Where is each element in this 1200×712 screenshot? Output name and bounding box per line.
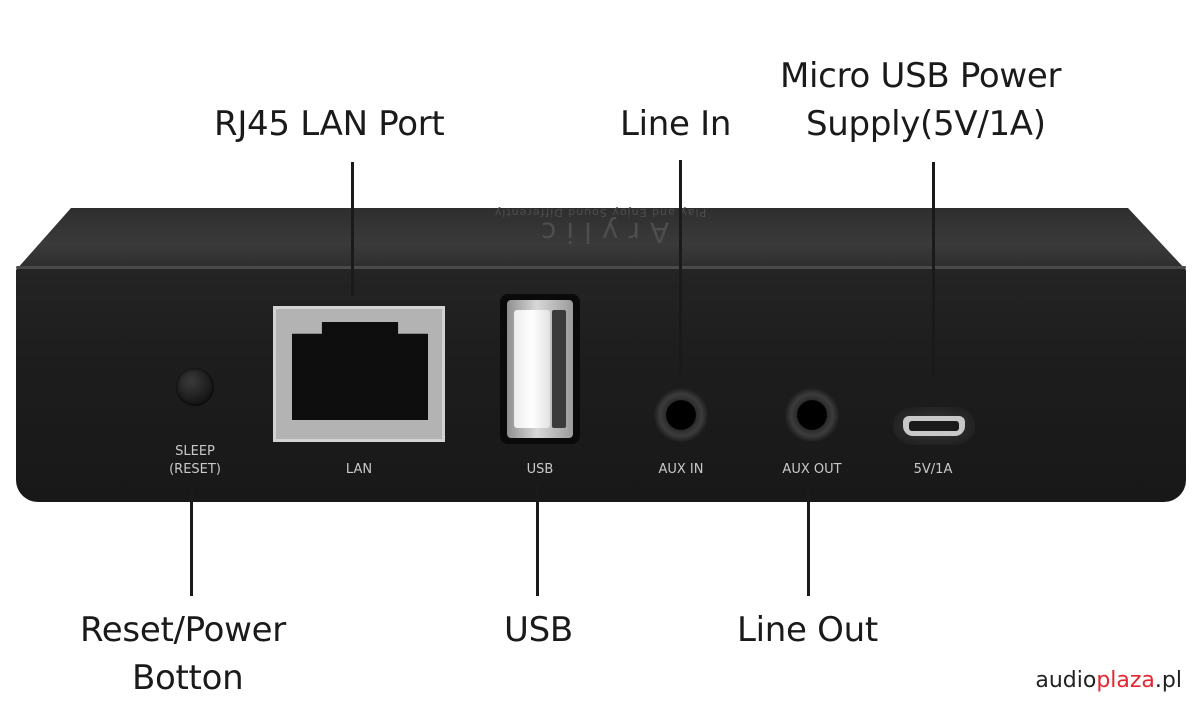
micro-usb-slot bbox=[909, 421, 959, 431]
reset-power-callout-line1: Reset/Power bbox=[80, 610, 286, 650]
device-top-surface bbox=[16, 208, 1186, 274]
reset-power-callout-line2: Botton bbox=[132, 658, 244, 698]
line-in-leader-line bbox=[679, 160, 682, 376]
usb-port-tongue bbox=[514, 310, 550, 428]
usb-port-gap bbox=[552, 310, 566, 428]
brand-name: Arylic bbox=[530, 216, 670, 249]
brand-reflection: Arylic Play and Enjoy Sound Differently bbox=[390, 206, 810, 249]
aux-out-label: AUX OUT bbox=[782, 462, 842, 477]
usb-leader-line bbox=[536, 484, 539, 596]
watermark-part1: audio bbox=[1035, 668, 1097, 693]
lan-label: LAN bbox=[345, 462, 373, 477]
aux-in-jack[interactable] bbox=[654, 388, 708, 442]
watermark-part3: .pl bbox=[1154, 668, 1182, 693]
sleep-label: SLEEP bbox=[175, 444, 215, 459]
rj45-lan-port-callout: RJ45 LAN Port bbox=[214, 104, 445, 144]
brand-tagline: Play and Enjoy Sound Differently bbox=[493, 206, 707, 219]
lan-port-cavity bbox=[292, 322, 428, 420]
line-out-callout: Line Out bbox=[737, 610, 878, 650]
reset-label: (RESET) bbox=[169, 462, 221, 477]
line-in-callout: Line In bbox=[620, 104, 732, 144]
rj45-leader-line bbox=[351, 162, 354, 296]
reset-leader-line bbox=[190, 484, 193, 596]
micro-usb-callout-line2: Supply(5V/1A) bbox=[806, 104, 1046, 144]
usb-callout: USB bbox=[504, 610, 573, 650]
micro-usb-callout-line1: Micro USB Power bbox=[780, 56, 1062, 96]
audioplaza-watermark: audioplaza.pl bbox=[1035, 668, 1182, 693]
aux-in-label: AUX IN bbox=[658, 462, 704, 477]
line-out-leader-line bbox=[807, 484, 810, 596]
watermark-part2: plaza bbox=[1096, 668, 1155, 693]
sleep-reset-button[interactable] bbox=[176, 368, 214, 406]
micro-usb-leader-line bbox=[932, 162, 935, 378]
power-label: 5V/1A bbox=[913, 462, 953, 477]
aux-out-jack[interactable] bbox=[785, 388, 839, 442]
usb-label: USB bbox=[526, 462, 554, 477]
device-front-edge bbox=[16, 266, 1186, 269]
